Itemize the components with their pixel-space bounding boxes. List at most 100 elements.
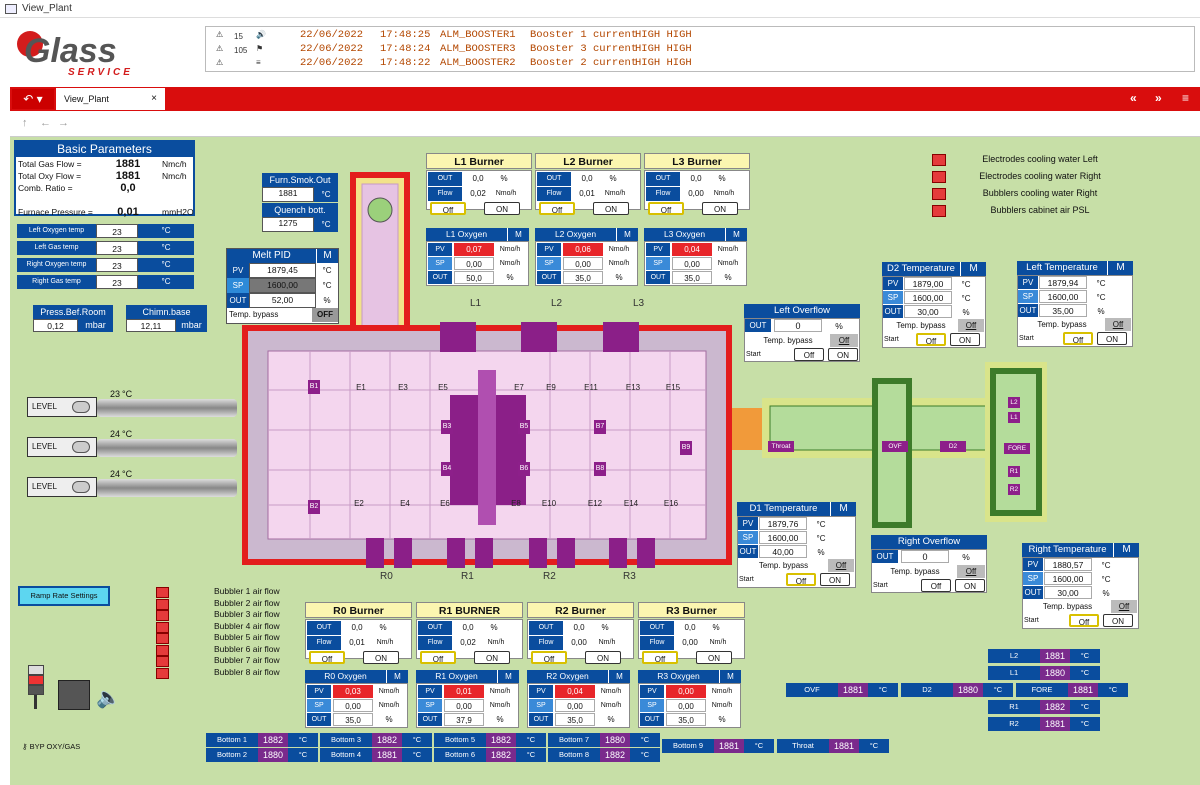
temp-unit: °C bbox=[138, 258, 194, 272]
undo-icon[interactable]: ↶ ▾ bbox=[12, 89, 54, 109]
stat-unit: °C bbox=[1070, 666, 1100, 680]
bottom-burner-on-button[interactable]: ON bbox=[585, 651, 621, 664]
speaker-icon[interactable]: 🔈 bbox=[96, 687, 121, 709]
d2-temperature-sp[interactable]: 1600,00 bbox=[904, 291, 952, 304]
nav-back-icon[interactable]: « bbox=[1130, 91, 1137, 105]
right-overflow-off-button[interactable]: Off bbox=[921, 579, 951, 592]
top-oxygen-sp-label: SP bbox=[428, 257, 452, 270]
bottom-label: Bottom 1 bbox=[206, 733, 258, 747]
left-overflow-title: Left Overflow bbox=[744, 304, 860, 318]
bottom-burner-off-button[interactable]: Off bbox=[420, 651, 456, 664]
d2-temperature-mode[interactable]: M bbox=[960, 262, 986, 276]
left-temperature-off-button[interactable]: Off bbox=[1063, 332, 1093, 345]
right-arrow-icon[interactable]: → bbox=[58, 117, 69, 129]
bell-icon[interactable]: ⚑ bbox=[256, 44, 264, 53]
top-oxygen-mode[interactable]: M bbox=[616, 228, 638, 241]
forehearth-marker: R1 bbox=[1008, 466, 1020, 477]
ramp-rate-settings-button[interactable]: Ramp Rate Settings bbox=[18, 586, 110, 606]
melt-sp[interactable]: 1600,00 bbox=[249, 278, 316, 293]
warning-icon[interactable]: ⚠ bbox=[216, 30, 224, 39]
d1-temperature-off-button[interactable]: Off bbox=[786, 573, 816, 586]
top-oxygen-sp-value[interactable]: 0,00 bbox=[454, 257, 494, 270]
top-burner-off-button[interactable]: Off bbox=[430, 202, 466, 215]
top-burner-off-button[interactable]: Off bbox=[648, 202, 684, 215]
cooling-indicator bbox=[932, 154, 946, 166]
bypass-oxy-gas[interactable]: ⚷ BYP OXY/GAS bbox=[22, 742, 81, 751]
d1-temperature-mode[interactable]: M bbox=[830, 502, 856, 516]
bottom-burner-off-button[interactable]: Off bbox=[642, 651, 678, 664]
bottom-oxygen-sp-value[interactable]: 0,00 bbox=[333, 699, 373, 712]
tab-view-plant[interactable]: View_Plant× bbox=[56, 88, 165, 110]
d1-temperature-sp-label: SP bbox=[738, 531, 758, 544]
left-arrow-icon[interactable]: ← bbox=[40, 117, 51, 129]
bottom-oxygen-mode[interactable]: M bbox=[497, 670, 519, 683]
alert-icon[interactable]: ⚠ bbox=[216, 44, 224, 53]
bottom-burner-on-button[interactable]: ON bbox=[696, 651, 732, 664]
top-burner-nozzle-b bbox=[521, 322, 539, 352]
left-temperature-out: 35,00 bbox=[1039, 304, 1087, 317]
d1-temperature-bypass-button[interactable]: Off bbox=[828, 559, 854, 572]
up-icon[interactable]: ↑ bbox=[22, 117, 28, 129]
top-oxygen-sp-value[interactable]: 0,00 bbox=[563, 257, 603, 270]
right-temperature-bypass-button[interactable]: Off bbox=[1111, 600, 1137, 613]
alarm-desc: Booster 2 current bbox=[530, 57, 638, 69]
right-temperature-sp[interactable]: 1600,00 bbox=[1044, 572, 1092, 585]
d2-temperature-on-button[interactable]: ON bbox=[950, 333, 980, 346]
top-oxygen-mode[interactable]: M bbox=[725, 228, 747, 241]
bottom-oxygen-sp-value[interactable]: 0,00 bbox=[555, 699, 595, 712]
alarm-count-active: 15 bbox=[234, 32, 243, 41]
right-overflow-bypass-button[interactable]: Off bbox=[957, 565, 985, 578]
bottom-burner-on-button[interactable]: ON bbox=[474, 651, 510, 664]
bottom-oxygen-mode[interactable]: M bbox=[386, 670, 408, 683]
top-oxygen-mode[interactable]: M bbox=[507, 228, 529, 241]
bottom-oxygen-sp-value[interactable]: 0,00 bbox=[444, 699, 484, 712]
d1-temperature-on-button[interactable]: ON bbox=[820, 573, 850, 586]
left-temperature-mode[interactable]: M bbox=[1107, 261, 1133, 275]
left-temperature-on-button[interactable]: ON bbox=[1097, 332, 1127, 345]
menu-icon[interactable]: ≡ bbox=[1182, 91, 1190, 105]
bottom-burner-flow-label: Flow bbox=[307, 636, 341, 650]
left-temperature-bypass-button[interactable]: Off bbox=[1105, 318, 1131, 331]
top-burner-on-button[interactable]: ON bbox=[593, 202, 629, 215]
d2-temperature-bypass-button[interactable]: Off bbox=[958, 319, 984, 332]
melt-mode[interactable]: M bbox=[316, 249, 338, 263]
top-oxygen-sp-value[interactable]: 0,00 bbox=[672, 257, 712, 270]
left-overflow-off-button[interactable]: Off bbox=[794, 348, 824, 361]
feeder-toggle[interactable] bbox=[72, 401, 90, 413]
nav-forward-icon[interactable]: » bbox=[1155, 91, 1162, 105]
bottom-oxygen-mode[interactable]: M bbox=[608, 670, 630, 683]
top-oxygen-sp-unit: Nmo/h bbox=[608, 260, 630, 267]
bottom-burner-on-button[interactable]: ON bbox=[363, 651, 399, 664]
bottom-oxygen-mode[interactable]: M bbox=[719, 670, 741, 683]
left-overflow-on-button[interactable]: ON bbox=[828, 348, 858, 361]
right-temperature-mode[interactable]: M bbox=[1113, 543, 1139, 557]
d2-temperature-off-button[interactable]: Off bbox=[916, 333, 946, 346]
d1-temperature-sp[interactable]: 1600,00 bbox=[759, 531, 807, 544]
top-burner-on-button[interactable]: ON bbox=[702, 202, 738, 215]
right-temperature-on-button[interactable]: ON bbox=[1103, 614, 1133, 627]
d1-temperature-pv-label: PV bbox=[738, 517, 758, 530]
ack-icon[interactable]: ⚠ bbox=[216, 58, 224, 67]
feeder-toggle[interactable] bbox=[72, 441, 90, 453]
cooling-indicator bbox=[932, 188, 946, 200]
left-temperature-sp[interactable]: 1600,00 bbox=[1039, 290, 1087, 303]
melt-bypass-button[interactable]: OFF bbox=[312, 308, 338, 322]
bottom-burner-off-button[interactable]: Off bbox=[531, 651, 567, 664]
left-temperature-start-label: Start bbox=[1019, 335, 1034, 342]
top-oxygen-title: L3 Oxygen bbox=[644, 228, 725, 241]
right-overflow-on-button[interactable]: ON bbox=[955, 579, 985, 592]
list-icon[interactable]: ≡ bbox=[256, 58, 261, 67]
top-burner-off-button[interactable]: Off bbox=[539, 202, 575, 215]
bottom-burner-off-button[interactable]: Off bbox=[309, 651, 345, 664]
speaker-icon[interactable]: 🔊 bbox=[256, 30, 266, 39]
bottom-oxygen-sp-value[interactable]: 0,00 bbox=[666, 699, 706, 712]
close-icon[interactable]: × bbox=[151, 93, 157, 104]
right-temperature-off-button[interactable]: Off bbox=[1069, 614, 1099, 627]
top-burner-nozzle-b bbox=[440, 322, 458, 352]
feeder-toggle[interactable] bbox=[72, 481, 90, 493]
left-overflow-bypass-button[interactable]: Off bbox=[830, 334, 858, 347]
top-burner-on-button[interactable]: ON bbox=[484, 202, 520, 215]
alarm-banner[interactable] bbox=[205, 26, 1195, 72]
